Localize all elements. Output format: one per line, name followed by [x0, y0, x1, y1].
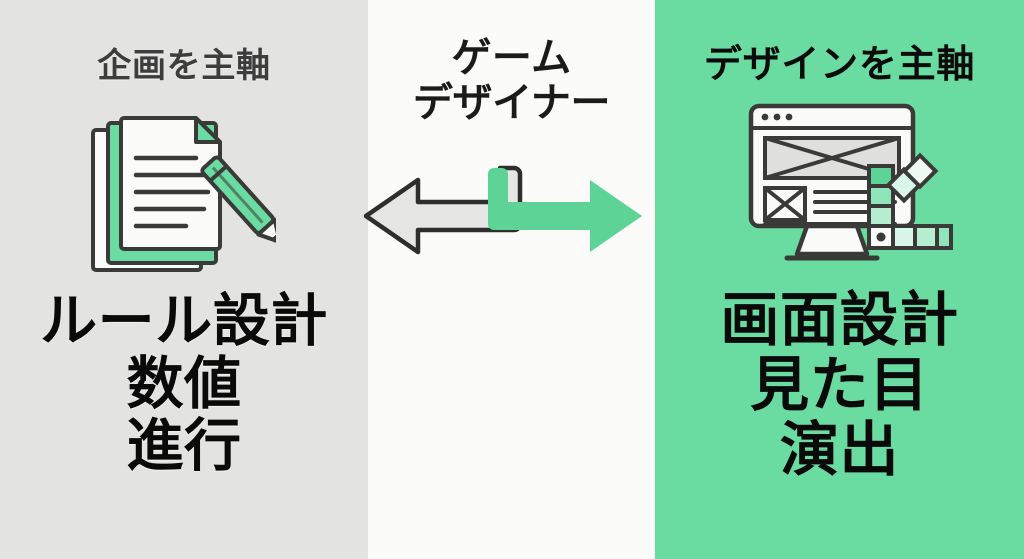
bent-arrow-right-shape [488, 168, 642, 252]
center-title-line-2: デザイナー [412, 79, 611, 126]
document-with-pencil-icon [86, 110, 282, 284]
right-keyword-list: 画面設計 見た目 演出 [655, 285, 1024, 484]
left-keyword-list: ルール設計 数値 進行 [0, 290, 368, 478]
bidirectional-arrow-group [354, 163, 674, 281]
center-panel-role: ゲーム デザイナー [363, 0, 655, 559]
left-keyword-3: 進行 [126, 413, 242, 480]
left-panel-heading: 企画を主軸 [97, 46, 271, 86]
right-panel-heading: デザインを主軸 [703, 42, 976, 86]
right-keyword-2: 見た目 [750, 349, 929, 419]
monitor-wireframe-palette-icon [743, 100, 953, 284]
right-keyword-3: 演出 [779, 414, 900, 484]
left-keyword-2: 数値 [126, 350, 242, 417]
right-keyword-1: 画面設計 [720, 285, 959, 354]
left-panel-planning: 企画を主軸 [0, 0, 368, 559]
center-title-line-1: ゲーム [451, 35, 572, 81]
center-role-title: ゲーム デザイナー [368, 36, 655, 126]
right-panel-design: デザインを主軸 [655, 0, 1024, 559]
left-keyword-1: ルール設計 [40, 288, 328, 354]
